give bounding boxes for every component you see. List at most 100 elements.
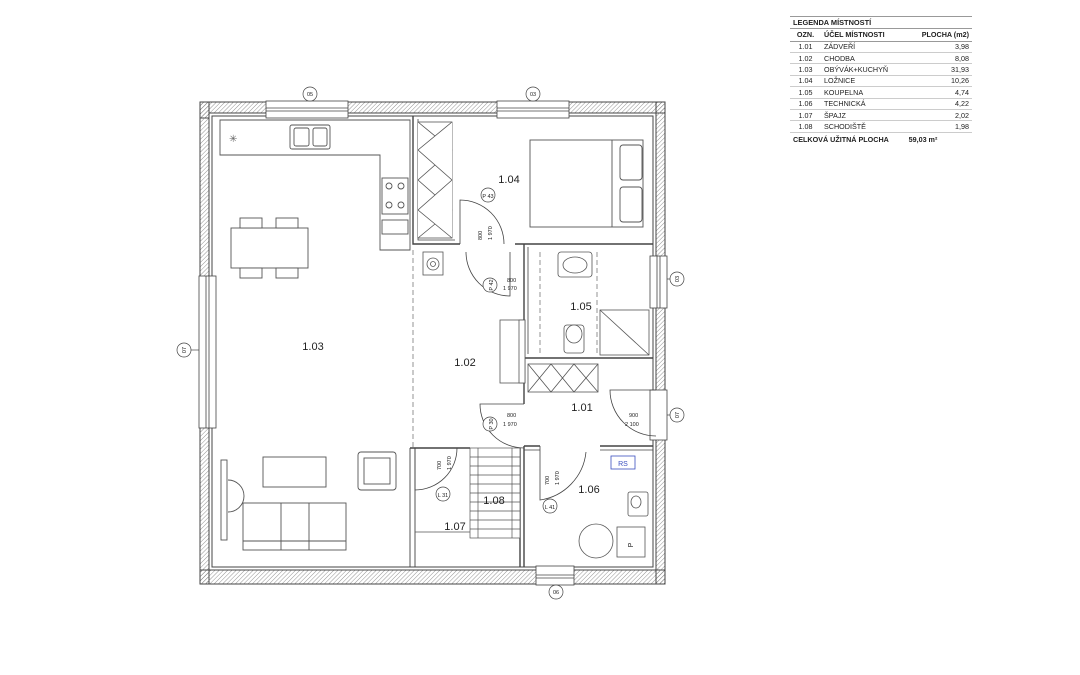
window-tag-03 [525, 86, 541, 102]
dim-bedroom-width: 800 [478, 231, 484, 240]
door-swings [414, 199, 657, 501]
rs-label: RS [618, 461, 628, 468]
window-tags [176, 86, 685, 600]
dining-table [230, 217, 309, 279]
window-east-03 [649, 255, 668, 309]
distribution-box [616, 526, 646, 558]
cooktop [381, 177, 409, 215]
legend-area: 1,98 [906, 120, 972, 133]
legend-id: 1.04 [790, 75, 821, 88]
window-05-text: 05 [307, 92, 313, 98]
door-tag-07-east [669, 407, 685, 423]
legend-header-area: PLOCHA (m2) [906, 29, 972, 42]
dim-bath-height: 1 970 [503, 286, 517, 292]
door-tag-42-text: P 42 [489, 279, 495, 290]
dim-pantry-height: 1 970 [447, 456, 453, 470]
window-west-07 [198, 275, 217, 429]
window-tag-03-east [669, 271, 685, 287]
window-south-06 [535, 565, 575, 586]
room-1-06: 1.06 [578, 484, 599, 496]
dim-tech-height: 1 970 [555, 471, 561, 485]
tv-unit [220, 459, 228, 541]
window-06-text: 06 [553, 590, 559, 596]
legend-id: 1.07 [790, 109, 821, 122]
window-openings [198, 100, 668, 586]
door-tag-41 [542, 498, 558, 514]
legend-name: CHODBA [821, 52, 907, 65]
window-north-05 [265, 100, 349, 119]
distribution-box-label: P [628, 542, 635, 547]
boiler [578, 523, 614, 559]
door-tag-43 [480, 187, 496, 203]
window-tag-06 [548, 584, 564, 600]
window-tag-07 [176, 342, 192, 358]
door-tag-31-text: L 31 [438, 493, 449, 499]
window-tag-05 [302, 86, 318, 102]
legend-area: 8,08 [906, 52, 972, 65]
double-bed [529, 139, 644, 228]
legend-area: 4,74 [906, 86, 972, 99]
window-03-text: 03 [530, 92, 536, 98]
entrance-wardrobe [527, 363, 599, 393]
dim-bedroom-height: 1 970 [488, 226, 494, 240]
east-wall [655, 101, 666, 585]
wardrobe-1-04 [417, 121, 453, 239]
room-1-08: 1.08 [483, 495, 504, 507]
room-1-01: 1.01 [571, 402, 592, 414]
legend-total-label: CELKOVÁ UŽITNÁ PLOCHA [793, 134, 889, 144]
legend-name: SCHODIŠTĚ [821, 120, 907, 133]
rs-box [610, 455, 636, 470]
door-tag-30 [482, 416, 498, 432]
room-1-05: 1.05 [570, 301, 591, 313]
window-03-east-text: 03 [675, 276, 681, 282]
door-07-east-text: 07 [675, 412, 681, 418]
dim-hall-width: 800 [507, 413, 516, 419]
tech-room-fixtures [578, 455, 649, 559]
window-north-03 [496, 100, 570, 119]
door-tag-42 [482, 277, 498, 293]
room-1-04: 1.04 [498, 174, 519, 186]
legend-name: TECHNICKÁ [821, 98, 907, 110]
legend-header-name: ÚČEL MÍSTNOSTI [821, 29, 907, 42]
legend-area: 31,93 [906, 63, 972, 76]
dim-entry-height: 2 100 [625, 422, 639, 428]
living-furniture [220, 451, 397, 551]
room-1-07: 1.07 [444, 521, 465, 533]
legend-header-row: OZN. ÚČEL MÍSTNOSTI PLOCHA (m2) [790, 29, 972, 42]
chimney-stove [422, 251, 444, 276]
room-legend: LEGENDA MÍSTNOSTÍ OZN. ÚČEL MÍSTNOSTI PL… [790, 16, 972, 143]
dim-pantry-width: 700 [437, 461, 443, 470]
dim-bath-width: 800 [507, 278, 516, 284]
legend-id: 1.08 [790, 120, 821, 133]
door-tag-41-text: L 41 [545, 505, 556, 511]
entrance-door-opening [649, 389, 668, 441]
staircase [415, 447, 521, 539]
door-tag-43-text: P 43 [482, 194, 493, 200]
door-tag-31 [435, 486, 451, 502]
window-tag-texts: 05 03 07 03 07 06 [182, 92, 681, 596]
legend-name: OBÝVÁK+KUCHYŇ [821, 63, 907, 76]
legend-total: CELKOVÁ UŽITNÁ PLOCHA 59,03 m² [790, 136, 972, 143]
door-tag-30-text: P 30 [489, 418, 495, 429]
legend-name: ŠPAJZ [821, 109, 907, 122]
legend-area: 3,98 [906, 41, 972, 54]
legend-title: LEGENDA MÍSTNOSTÍ [790, 16, 972, 30]
dim-tech-width: 700 [545, 476, 551, 485]
coffee-table [262, 456, 327, 488]
kitchen-counter [219, 119, 411, 251]
legend-id: 1.03 [790, 63, 821, 76]
legend-area: 10,26 [906, 75, 972, 88]
legend-name: LOŽNICE [821, 75, 907, 88]
room-1-02: 1.02 [454, 357, 475, 369]
south-wall [199, 569, 666, 585]
window-07-text: 07 [182, 347, 188, 353]
legend-id: 1.05 [790, 86, 821, 99]
